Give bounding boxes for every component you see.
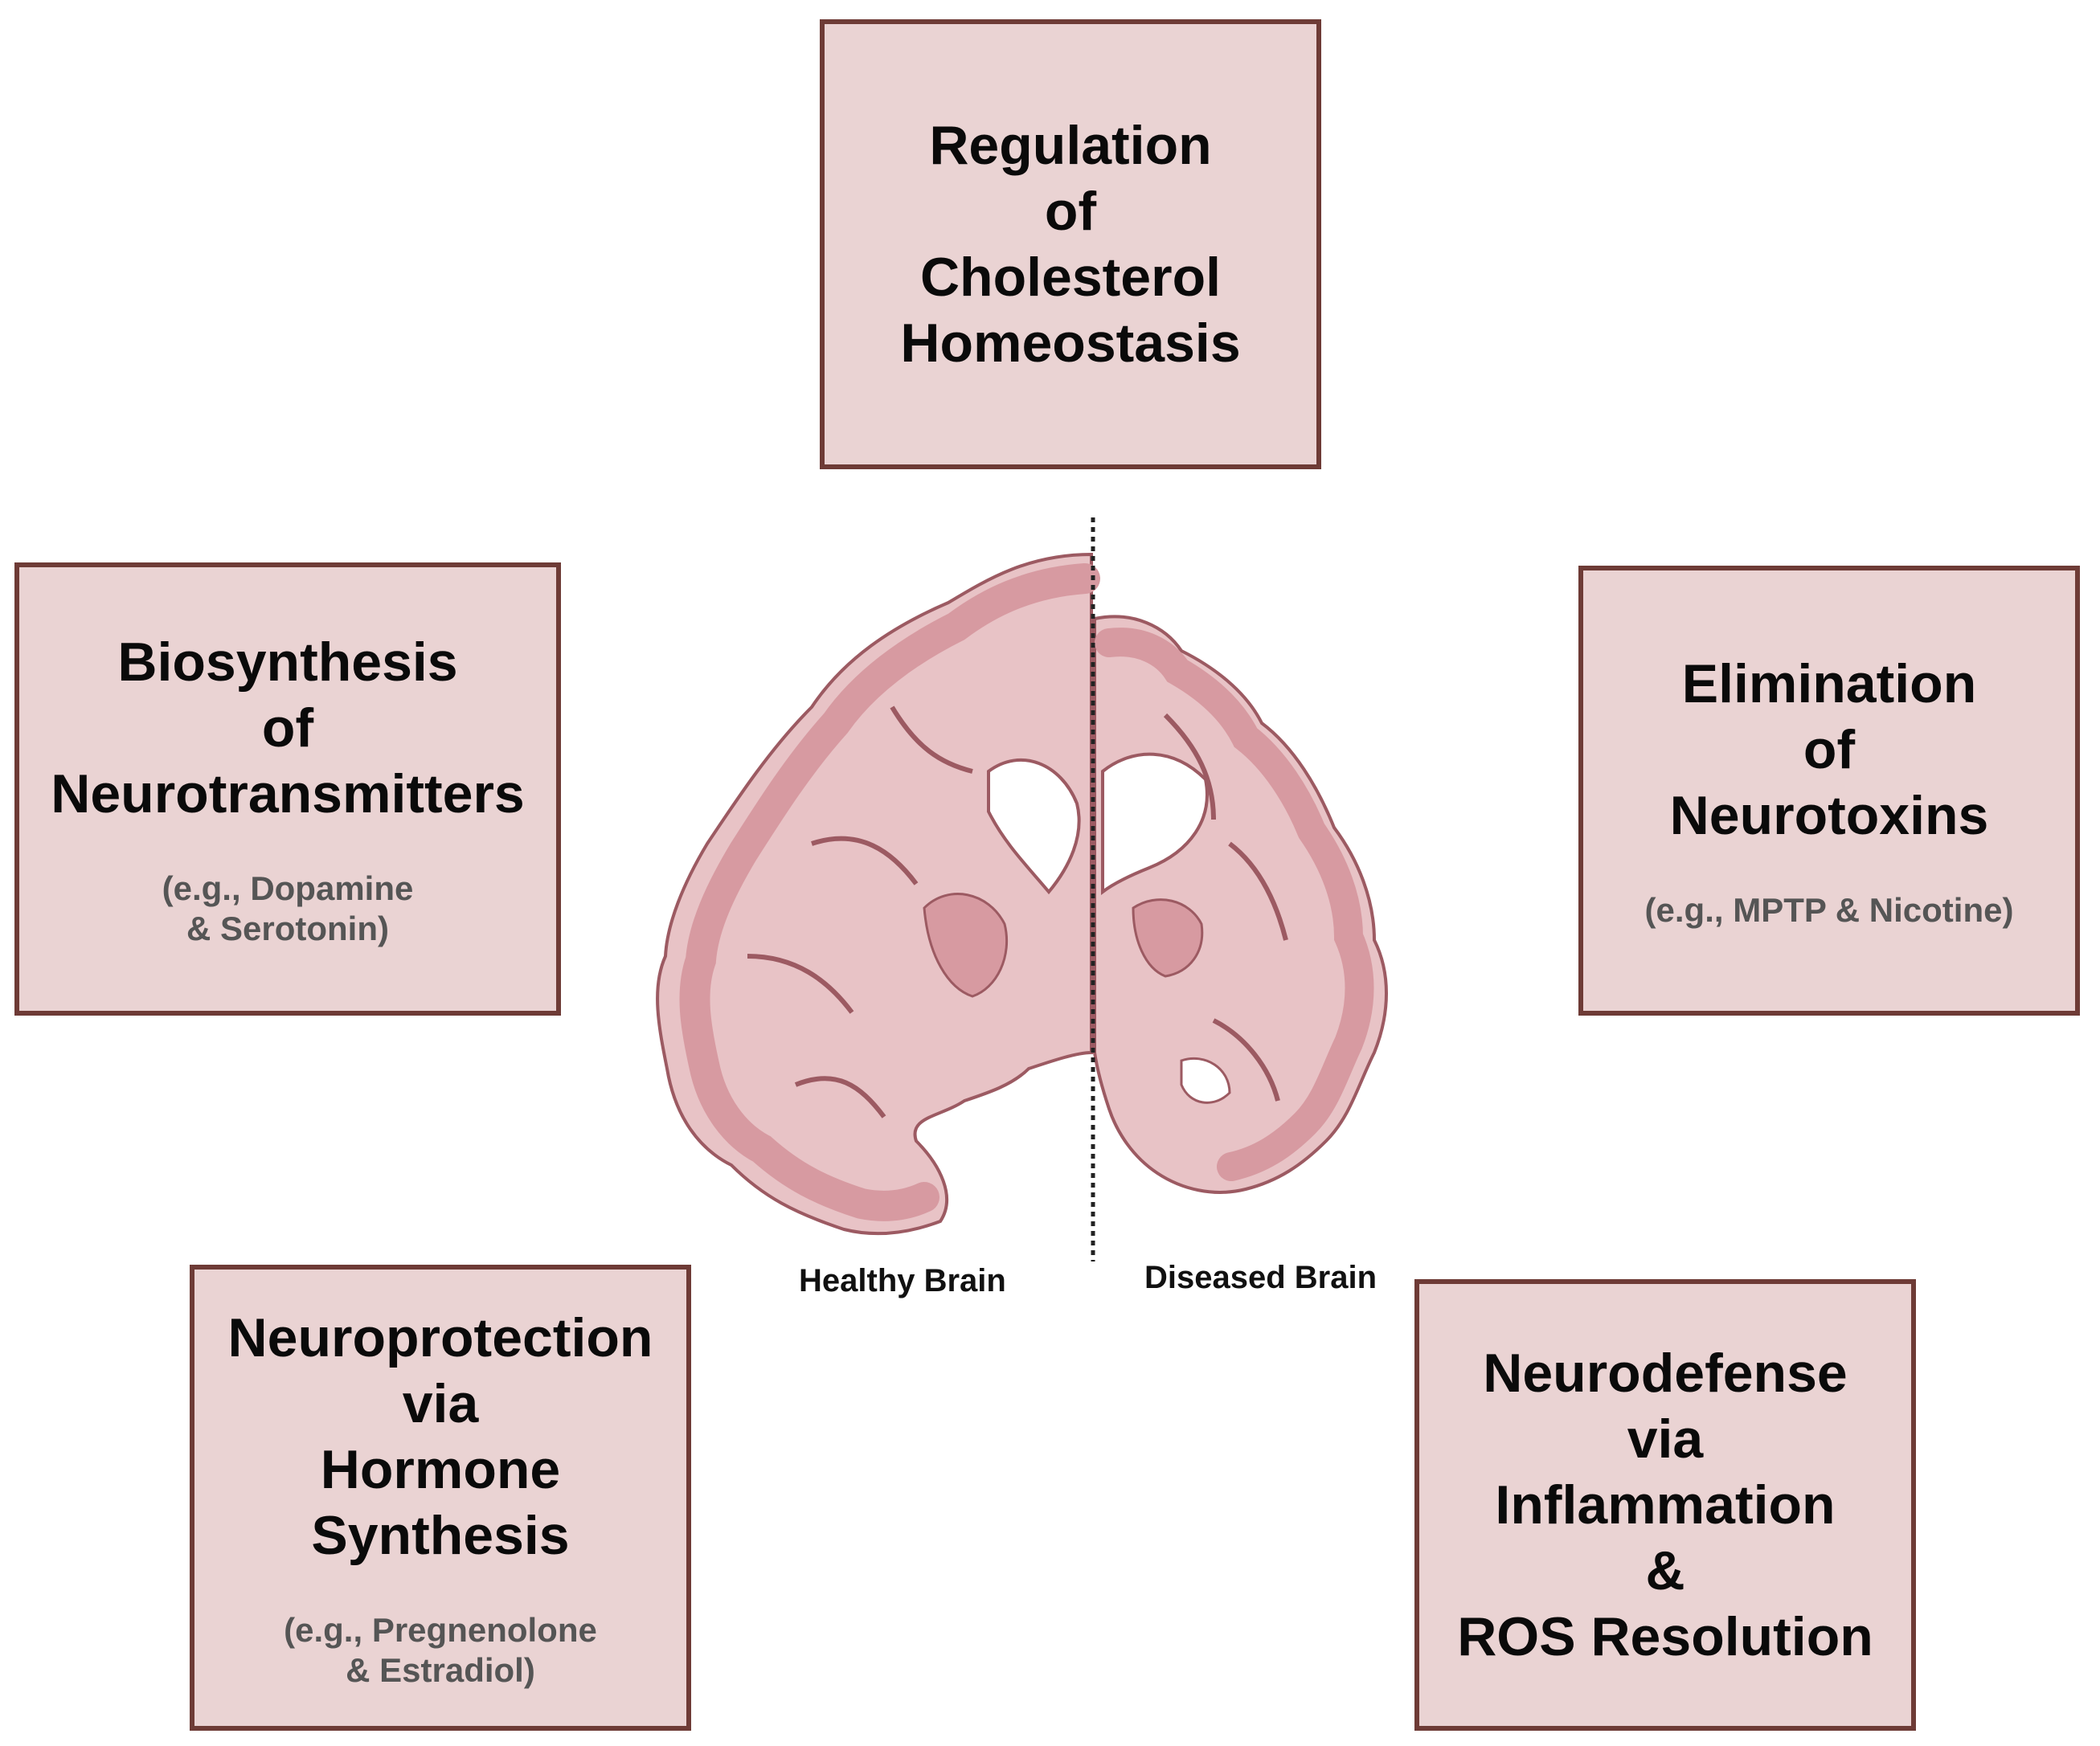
- healthy-basal-ganglia: [923, 893, 1009, 998]
- cholesterol-homeostasis-box: Regulation of Cholesterol Homeostasis: [820, 19, 1321, 469]
- healthy-brain-half: [656, 552, 1100, 1236]
- hormone-synthesis-title: Neuroprotection via Hormone Synthesis: [227, 1307, 653, 1566]
- cholesterol-homeostasis-title: Regulation of Cholesterol Homeostasis: [900, 115, 1241, 374]
- neurodefense-box: Neurodefense via Inflammation & ROS Reso…: [1414, 1279, 1916, 1731]
- healthy-brain-outline: [656, 552, 1093, 1236]
- healthy-sulcus: [890, 705, 973, 774]
- neurotransmitters-box: Biosynthesis of Neurotransmitters (e.g.,…: [14, 562, 561, 1016]
- healthy-brain-label: Healthy Brain: [799, 1263, 1006, 1298]
- hormone-synthesis-examples: (e.g., Pregnenolone & Estradiol): [284, 1611, 597, 1689]
- neurotransmitters-title: Biosynthesis of Neurotransmitters: [51, 632, 525, 824]
- diseased-sulcus: [1163, 713, 1216, 820]
- healthy-sulcus: [794, 1076, 886, 1118]
- healthy-sulcus: [811, 836, 919, 885]
- healthy-sulcus: [747, 954, 854, 1014]
- brain-illustration: [656, 517, 1388, 1261]
- neurotoxins-examples: (e.g., MPTP & Nicotine): [1644, 891, 2014, 929]
- neurotoxins-title: Elimination of Neurotoxins: [1669, 653, 1989, 846]
- hormone-synthesis-box: Neuroprotection via Hormone Synthesis (e…: [190, 1265, 691, 1731]
- neurotoxins-box: Elimination of Neurotoxins (e.g., MPTP &…: [1578, 566, 2080, 1016]
- diseased-basal-ganglia: [1132, 898, 1204, 978]
- diseased-cortex-band: [1095, 628, 1374, 1181]
- diseased-sulcus: [1228, 841, 1288, 941]
- neurodefense-title: Neurodefense via Inflammation & ROS Reso…: [1457, 1343, 1873, 1667]
- diseased-ventricle: [1101, 752, 1209, 896]
- diseased-sulcus: [1212, 1018, 1280, 1102]
- healthy-cortex-band: [679, 563, 1100, 1221]
- diseased-brain-label: Diseased Brain: [1144, 1260, 1377, 1295]
- healthy-ventricle: [987, 758, 1081, 895]
- neurotransmitters-examples: (e.g., Dopamine & Serotonin): [162, 869, 414, 947]
- diseased-brain-half: [1093, 615, 1388, 1194]
- diseased-ventricle-lower: [1180, 1057, 1231, 1104]
